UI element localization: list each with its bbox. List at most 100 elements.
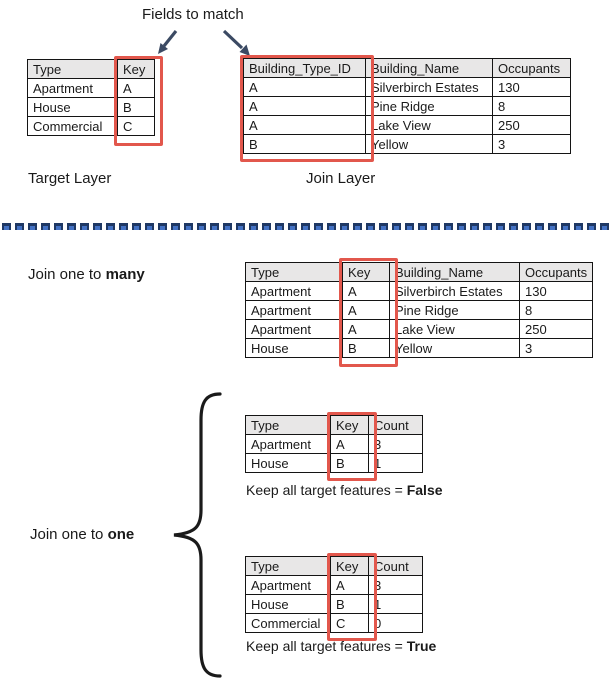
cell: House [245, 594, 331, 614]
header-cell: Type [245, 262, 343, 282]
cell: 250 [519, 319, 593, 339]
cell: 3 [492, 134, 571, 154]
key-cell: C [330, 613, 369, 633]
arrow-down-left-icon [158, 30, 178, 54]
arrow-down-right-icon [222, 29, 250, 56]
keep-true-caption: Keep all target features = True [246, 638, 436, 654]
key-header-cell: Building_Type_ID [243, 58, 366, 78]
header-cell: Type [245, 556, 331, 576]
cell: 250 [492, 115, 571, 135]
cell: 3 [368, 575, 423, 595]
key-cell: B [342, 338, 390, 358]
keep-false-prefix: Keep all target features = [246, 482, 407, 498]
cell: Yellow [389, 338, 520, 358]
keep-false-caption: Keep all target features = False [246, 482, 443, 498]
key-header-cell: Key [342, 262, 390, 282]
cell: House [245, 453, 331, 473]
join-one-to-many-bold: many [105, 266, 145, 283]
keep-true-value: True [406, 638, 437, 654]
key-cell: C [117, 116, 155, 136]
keep-false-value: False [406, 482, 443, 498]
section-divider [2, 223, 613, 230]
cell: 3 [519, 338, 593, 358]
key-cell: B [330, 594, 369, 614]
cell: Apartment [245, 319, 343, 339]
cell: Commercial [27, 116, 118, 136]
header-cell: Building_Name [365, 58, 493, 78]
cell: Lake View [365, 115, 493, 135]
header-cell: Occupants [519, 262, 593, 282]
cell: Pine Ridge [389, 300, 520, 320]
cell: 130 [519, 281, 593, 301]
key-cell: B [243, 134, 366, 154]
key-cell: A [342, 319, 390, 339]
cell: House [245, 338, 343, 358]
cell: 1 [368, 453, 423, 473]
cell: House [27, 97, 118, 117]
key-cell: B [330, 453, 369, 473]
cell: Apartment [245, 575, 331, 595]
header-cell: Count [368, 556, 423, 576]
key-cell: B [117, 97, 155, 117]
join-one-to-one-bold: one [107, 526, 135, 543]
key-cell: A [342, 281, 390, 301]
join-layer-label: Join Layer [306, 170, 376, 187]
key-cell: A [243, 77, 366, 97]
join-one-to-many-prefix: Join one to [28, 266, 106, 283]
cell: Apartment [245, 300, 343, 320]
header-cell: Type [245, 415, 331, 435]
fields-to-match-title: Fields to match [142, 6, 244, 23]
key-cell: A [330, 575, 369, 595]
keep-true-prefix: Keep all target features = [246, 638, 407, 654]
cell: Apartment [245, 434, 331, 454]
key-cell: A [117, 78, 155, 98]
cell: Pine Ridge [365, 96, 493, 116]
cell: 3 [368, 434, 423, 454]
cell: 0 [368, 613, 423, 633]
cell: Silverbirch Estates [365, 77, 493, 97]
header-cell: Occupants [492, 58, 571, 78]
cell: 1 [368, 594, 423, 614]
key-header-cell: Key [330, 556, 369, 576]
key-cell: A [243, 115, 366, 135]
cell: Yellow [365, 134, 493, 154]
cell: 130 [492, 77, 571, 97]
key-header-cell: Key [330, 415, 369, 435]
key-cell: A [243, 96, 366, 116]
key-cell: A [342, 300, 390, 320]
target-layer-label: Target Layer [28, 170, 112, 187]
key-cell: A [330, 434, 369, 454]
cell: Silverbirch Estates [389, 281, 520, 301]
join-one-to-one-label: Join one to one [30, 526, 134, 543]
join-one-to-many-label: Join one to many [28, 266, 145, 283]
cell: Apartment [245, 281, 343, 301]
join-one-to-one-prefix: Join one to [30, 526, 108, 543]
header-cell: Building_Name [389, 262, 520, 282]
header-cell: Type [27, 59, 118, 79]
cell: 8 [492, 96, 571, 116]
